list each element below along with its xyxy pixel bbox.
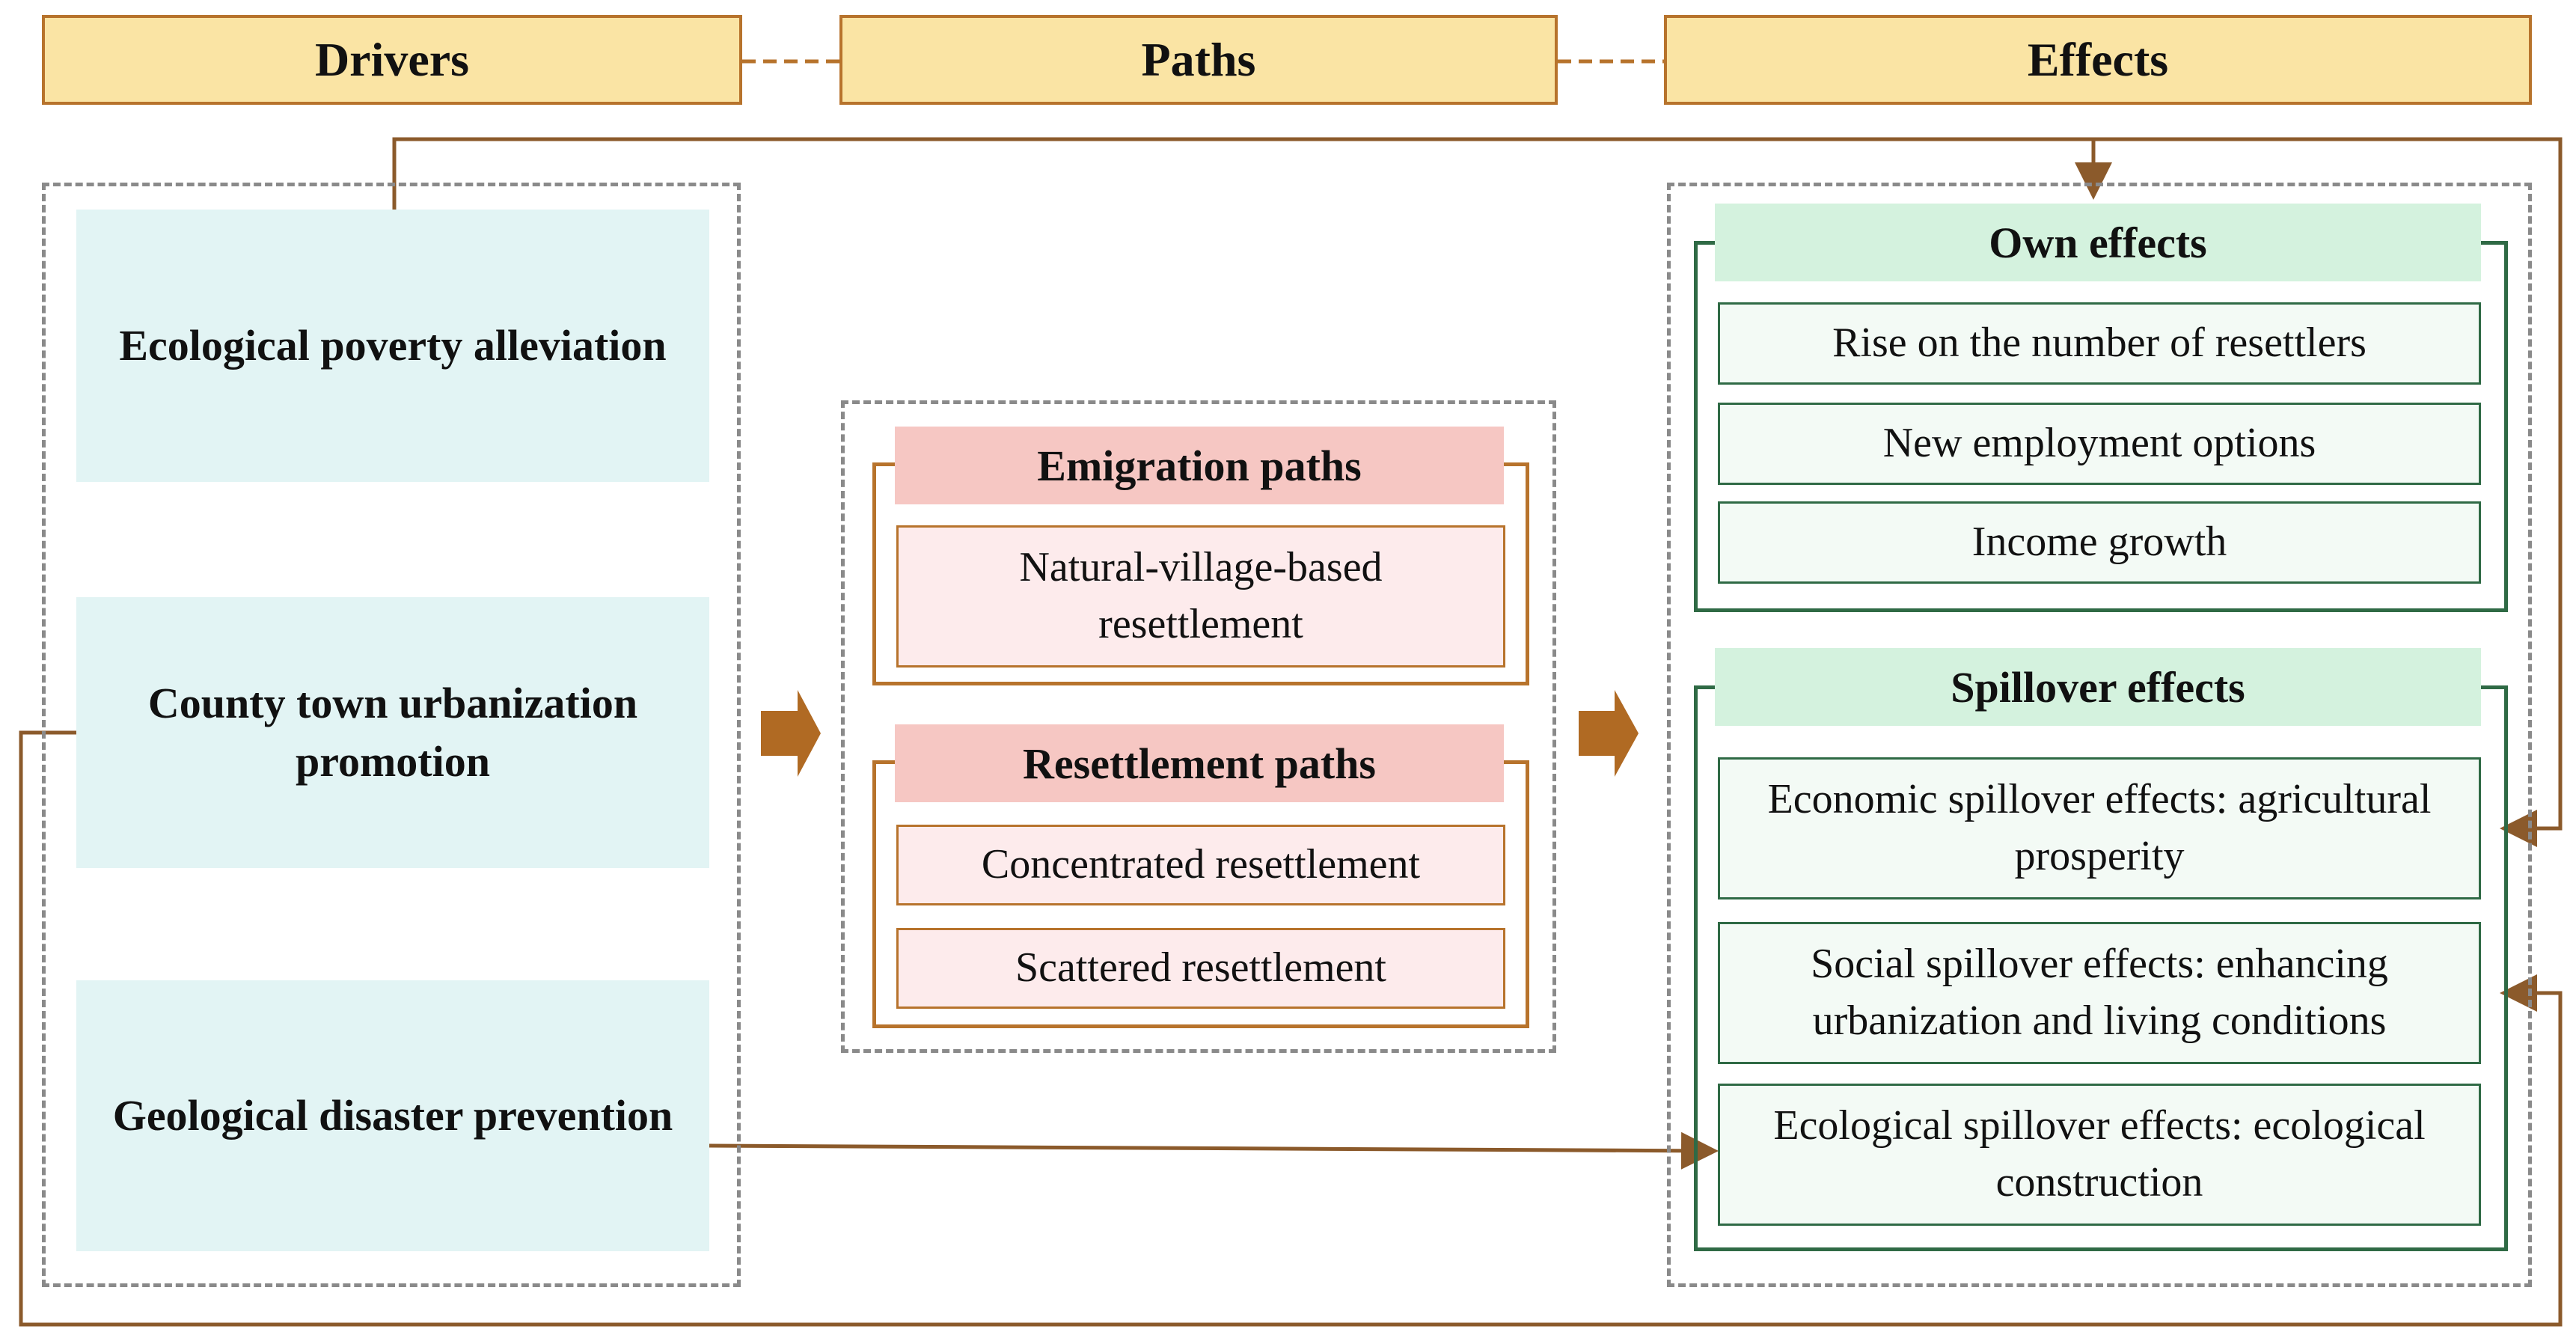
effect-income-growth: Income growth: [1718, 501, 2481, 584]
own-effects-title: Own effects: [1715, 204, 2481, 281]
effect-economic-spillover: Economic spillover effects: agricultural…: [1718, 757, 2481, 899]
header-paths: Paths: [839, 15, 1558, 105]
drivers-group: [42, 183, 741, 1287]
effect-social-spillover: Social spillover effects: enhancing urba…: [1718, 922, 2481, 1064]
header-effects: Effects: [1664, 15, 2532, 105]
driver-geological-disaster-prevention: Geological disaster prevention: [76, 980, 709, 1251]
connector-geological-to-ecological-spillover: [709, 1131, 1719, 1170]
flow-arrow-drivers-to-paths: [761, 690, 821, 777]
spillover-effects-title: Spillover effects: [1715, 648, 2481, 726]
effect-ecological-spillover: Ecological spillover effects: ecological…: [1718, 1084, 2481, 1226]
connector-eco-poverty-to-economic-spillover: [392, 137, 2563, 847]
path-natural-village-resettlement: Natural-village-based resettlement: [896, 525, 1505, 668]
emigration-paths-title: Emigration paths: [895, 427, 1504, 504]
effect-new-employment: New employment options: [1718, 403, 2481, 485]
flow-arrow-paths-to-effects: [1579, 690, 1639, 777]
driver-county-town-urbanization: County town urbanization promotion: [76, 597, 709, 868]
paths-group: [841, 400, 1556, 1053]
connector-county-town-to-social-spillover: [19, 730, 2563, 1327]
effect-rise-resettlers: Rise on the number of resettlers: [1718, 302, 2481, 385]
path-scattered-resettlement: Scattered resettlement: [896, 928, 1505, 1009]
path-concentrated-resettlement: Concentrated resettlement: [896, 825, 1505, 905]
driver-ecological-poverty-alleviation: Ecological poverty alleviation: [76, 210, 709, 482]
effects-group: [1667, 183, 2532, 1287]
resettlement-paths-title: Resettlement paths: [895, 724, 1504, 802]
header-drivers: Drivers: [42, 15, 742, 105]
